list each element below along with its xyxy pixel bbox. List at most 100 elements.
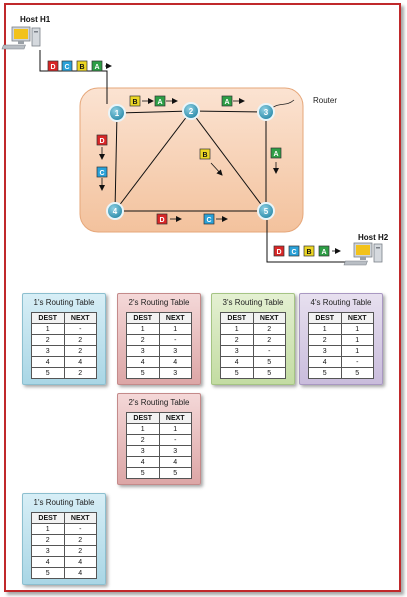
table-cell: 1: [158, 423, 192, 435]
table-cell: 4: [126, 456, 160, 468]
host1-link: [39, 50, 108, 104]
drive-slot: [376, 247, 380, 249]
routing-table-title: 2's Routing Table: [128, 398, 190, 407]
node-circle: [257, 103, 275, 121]
table-cell: 1: [340, 334, 374, 346]
packet-letter: A: [321, 249, 326, 256]
node-label: 3: [264, 108, 269, 117]
table-cell: 2: [31, 534, 65, 546]
tower-shape: [373, 243, 383, 263]
edge-2-4: [114, 110, 192, 212]
pkt-b-1-2: B: [129, 95, 141, 107]
table-cell: 2: [308, 334, 342, 346]
table-cell: 4: [126, 356, 160, 368]
table-cell: 3: [126, 345, 160, 357]
node-label: 1: [115, 109, 120, 118]
node-2: 2: [182, 102, 200, 120]
table-cell: 2: [63, 545, 97, 557]
table-cell: 2: [252, 323, 286, 335]
edge-1-2: [116, 110, 192, 114]
routing-table-title: 4's Routing Table: [310, 298, 372, 307]
table-row: 4-: [308, 356, 374, 368]
screen-shape: [14, 29, 28, 39]
host1-computer-icon: [1, 26, 41, 50]
table-cell: 3: [31, 345, 65, 357]
host1-packet-C: C: [61, 60, 73, 72]
packet-letter: D: [50, 64, 55, 71]
table-cell: -: [63, 323, 97, 335]
table-cell: 1: [31, 323, 65, 335]
table-cell: -: [158, 334, 192, 346]
monitor-stand: [18, 41, 24, 44]
arrow-b-2-5: [210, 162, 223, 176]
table-cell: 3: [126, 445, 160, 457]
node-label: 4: [113, 207, 118, 216]
table-cell: 2: [220, 334, 254, 346]
host1-packet-D: D: [47, 60, 59, 72]
column-header: DEST: [126, 312, 160, 324]
keyboard-shape: [1, 44, 26, 50]
node-4: 4: [106, 202, 124, 220]
node-label: 2: [189, 107, 194, 116]
table-row: 1-: [31, 523, 97, 535]
table-cell: 5: [220, 367, 254, 379]
node-circle: [182, 102, 200, 120]
column-header: NEXT: [63, 512, 97, 524]
host1-label: Host H1: [20, 15, 51, 24]
column-header: DEST: [31, 312, 65, 324]
node-circle: [257, 202, 275, 220]
table-cell: 5: [340, 367, 374, 379]
table-cell: 3: [158, 345, 192, 357]
table-cell: 4: [31, 356, 65, 368]
table-cell: 1: [31, 523, 65, 535]
edge-2-5: [190, 110, 267, 212]
table-cell: 4: [220, 356, 254, 368]
packet-letter: A: [273, 151, 278, 158]
column-header: NEXT: [158, 412, 192, 424]
edge-2-3: [190, 110, 267, 113]
table-cell: 3: [31, 545, 65, 557]
routing-table-title: 1's Routing Table: [33, 498, 95, 507]
table-row: 1-: [31, 323, 97, 335]
node-5: 5: [257, 202, 275, 220]
table-cell: -: [252, 345, 286, 357]
node-circle: [106, 202, 124, 220]
table-cell: 5: [308, 367, 342, 379]
packet-letter: C: [291, 249, 296, 256]
node-3: 3: [257, 103, 275, 121]
table-cell: 5: [252, 367, 286, 379]
column-header: DEST: [126, 412, 160, 424]
column-header: NEXT: [252, 312, 286, 324]
router-nodes: 1 2 3 4 5: [106, 102, 275, 220]
monitor-stand: [360, 257, 366, 260]
table-cell: 4: [158, 356, 192, 368]
table-cell: 4: [308, 356, 342, 368]
table-cell: 1: [340, 345, 374, 357]
node-1: 1: [108, 104, 126, 122]
router-label: Router: [313, 96, 337, 105]
table-cell: 5: [158, 467, 192, 479]
node-label: 5: [264, 207, 269, 216]
host2-packet-B: B: [303, 245, 315, 257]
table-cell: 3: [158, 445, 192, 457]
pkt-c-1-4: C: [96, 166, 108, 178]
